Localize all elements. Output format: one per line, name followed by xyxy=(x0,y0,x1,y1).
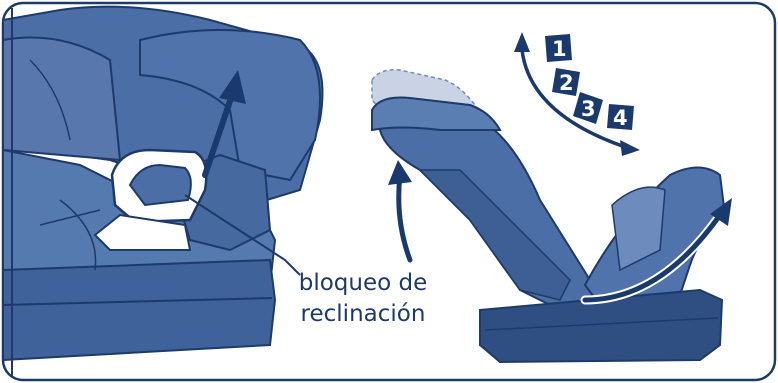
position-1-label: 1 xyxy=(552,37,567,61)
callout-line-2: reclinación xyxy=(278,299,448,330)
callout-line-1: bloqueo de xyxy=(278,268,448,299)
position-badge-2: 2 xyxy=(552,68,580,96)
position-2-label: 2 xyxy=(559,71,574,95)
position-4-label: 4 xyxy=(613,106,628,130)
left-seat-closeup xyxy=(3,7,323,360)
position-badge-1: 1 xyxy=(545,34,572,62)
recline-lock-callout: bloqueo de reclinación xyxy=(278,268,448,330)
position-3-label: 3 xyxy=(581,97,596,121)
position-badge-4: 4 xyxy=(607,104,634,130)
